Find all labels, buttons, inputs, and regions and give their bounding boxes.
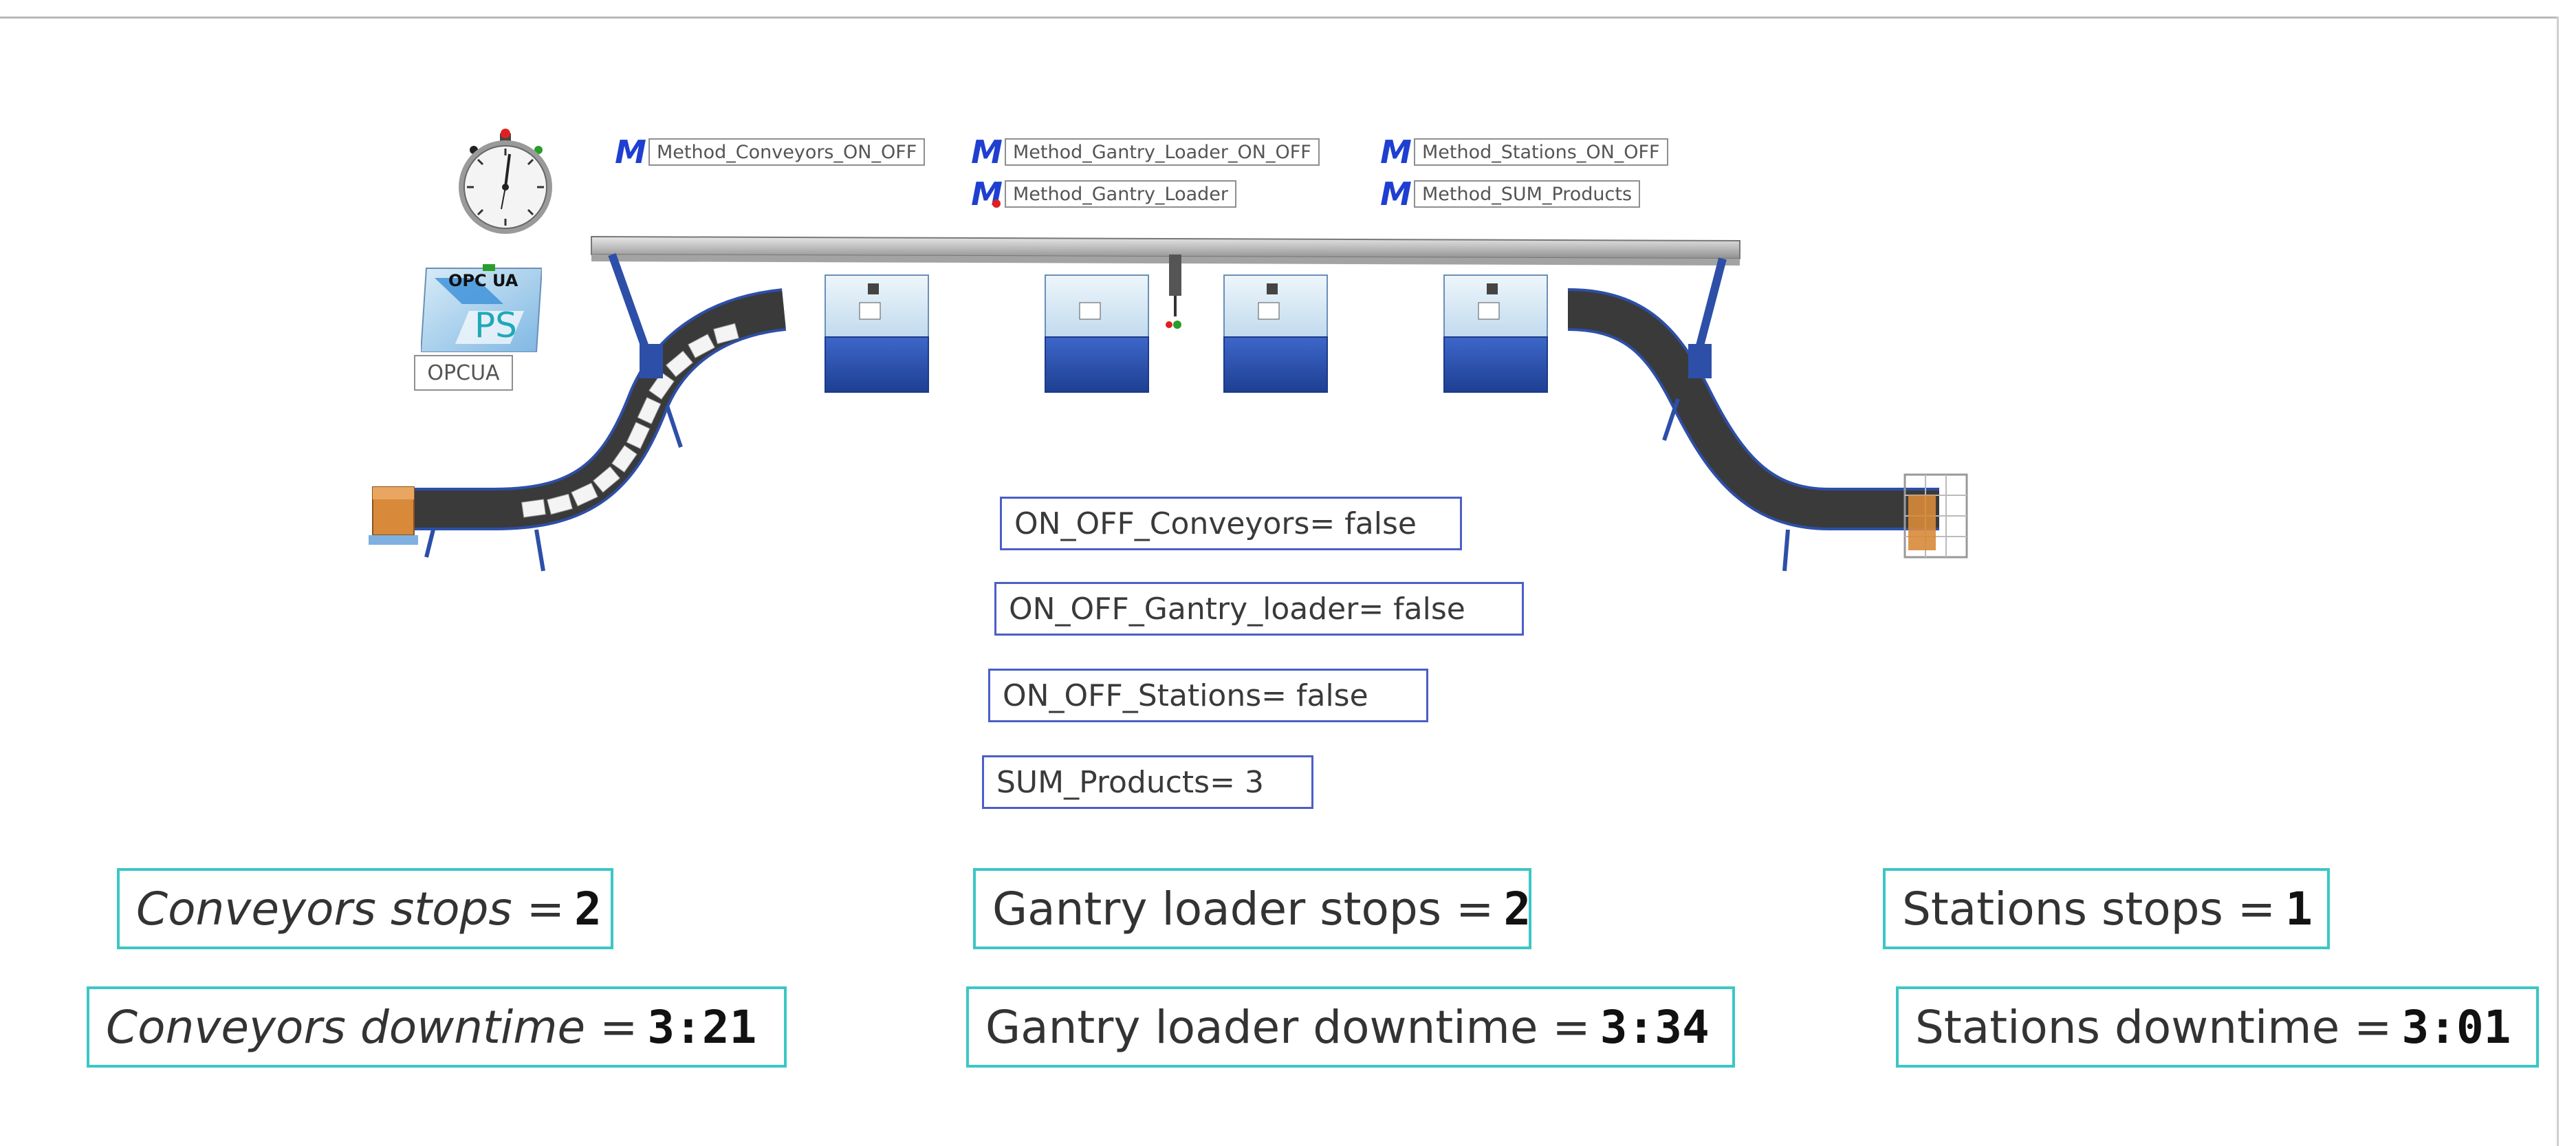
stopwatch-icon[interactable] (450, 128, 560, 238)
kpi-label: Conveyors downtime = (106, 1000, 638, 1054)
kpi-value: 3:34 (1600, 1000, 1710, 1054)
gantry-rail[interactable] (591, 235, 1740, 378)
station-2[interactable] (1045, 274, 1149, 393)
kpi-value: 3:01 (2401, 1000, 2511, 1054)
var-sum-products[interactable]: SUM_Products= 3 (982, 755, 1313, 809)
kpi-label: Gantry loader downtime = (985, 1000, 1591, 1054)
method-gantry-loader-on-off[interactable]: M Method_Gantry_Loader_ON_OFF (971, 133, 1320, 171)
method-label: Method_Conveyors_ON_OFF (648, 138, 926, 166)
kpi-label: Stations downtime = (1915, 1000, 2392, 1054)
kpi-value: 3:21 (647, 1000, 757, 1054)
var-on-off-stations[interactable]: ON_OFF_Stations= false (988, 669, 1428, 722)
opc-tile-ps: PS (474, 305, 517, 345)
method-label: Method_SUM_Products (1414, 180, 1641, 208)
kpi-conveyors-downtime: Conveyors downtime = 3:21 (87, 986, 787, 1068)
drain-station[interactable] (1903, 473, 1968, 559)
left-conveyor[interactable] (399, 288, 787, 572)
method-icon: M (971, 133, 1003, 171)
kpi-gantry-downtime: Gantry loader downtime = 3:34 (966, 986, 1735, 1068)
opcua-server-icon[interactable]: OPC UA PS (421, 263, 542, 352)
method-icon: M (1380, 175, 1412, 213)
method-conveyors-on-off[interactable]: M Method_Conveyors_ON_OFF (615, 133, 926, 171)
method-icon: M (1380, 133, 1412, 171)
method-sum-products[interactable]: M Method_SUM_Products (1380, 175, 1641, 213)
opc-tile-title: OPC UA (448, 271, 519, 290)
opcua-label: OPCUA (414, 355, 513, 391)
station-3[interactable] (1223, 274, 1328, 393)
kpi-value: 1 (2285, 882, 2313, 936)
kpi-gantry-stops: Gantry loader stops = 2 (973, 868, 1531, 949)
right-conveyor[interactable] (1567, 288, 1939, 572)
method-stations-on-off[interactable]: M Method_Stations_ON_OFF (1380, 133, 1668, 171)
method-label: Method_Stations_ON_OFF (1414, 138, 1668, 166)
kpi-stations-stops: Stations stops = 1 (1883, 868, 2330, 949)
kpi-value: 2 (574, 882, 602, 936)
station-4[interactable] (1443, 274, 1548, 393)
kpi-label: Gantry loader stops = (992, 882, 1494, 936)
method-gantry-loader[interactable]: M Method_Gantry_Loader (971, 175, 1236, 213)
method-label: Method_Gantry_Loader (1005, 180, 1236, 208)
kpi-label: Stations stops = (1902, 882, 2276, 936)
station-1[interactable] (825, 274, 929, 393)
source-station[interactable] (369, 486, 418, 545)
kpi-stations-downtime: Stations downtime = 3:01 (1896, 986, 2539, 1068)
method-icon: M (971, 175, 1003, 213)
kpi-label: Conveyors stops = (136, 882, 565, 936)
method-icon: M (615, 133, 646, 171)
production-line-scene (369, 235, 1968, 572)
kpi-conveyors-stops: Conveyors stops = 2 (117, 868, 613, 949)
right-border-line (2557, 17, 2559, 1146)
method-label: Method_Gantry_Loader_ON_OFF (1005, 138, 1320, 166)
top-border-line (0, 17, 2558, 19)
kpi-value: 2 (1503, 882, 1531, 936)
var-on-off-conveyors[interactable]: ON_OFF_Conveyors= false (1000, 497, 1462, 550)
var-on-off-gantry-loader[interactable]: ON_OFF_Gantry_loader= false (994, 582, 1524, 636)
